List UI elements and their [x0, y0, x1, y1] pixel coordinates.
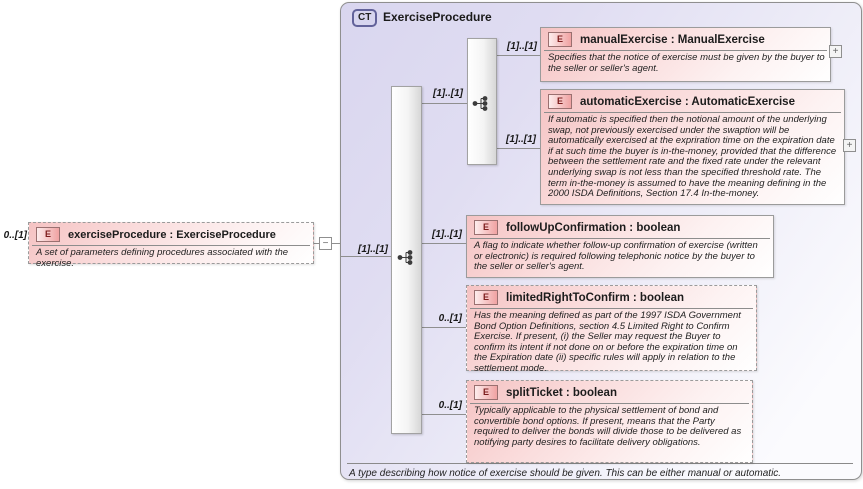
complex-type-title: ExerciseProcedure	[383, 10, 492, 24]
element-title: automaticExercise : AutomaticExercise	[580, 95, 795, 108]
element-title: splitTicket : boolean	[506, 386, 617, 399]
cardinality-automaticExercise: [1]..[1]	[506, 134, 536, 145]
element-card-exerciseProcedure[interactable]: E exerciseProcedure : ExerciseProcedure …	[28, 222, 314, 268]
element-title: limitedRightToConfirm : boolean	[506, 291, 685, 304]
footer-divider	[347, 463, 853, 464]
cardinality-splitTicket: 0..[1]	[438, 400, 462, 411]
card-divider	[470, 403, 749, 404]
choice-bar	[467, 38, 497, 165]
element-card-splitTicket[interactable]: E splitTicket : boolean Typically applic…	[466, 380, 753, 463]
element-description: Has the meaning defined as part of the 1…	[474, 310, 741, 374]
element-description: A flag to indicate whether follow-up con…	[474, 240, 758, 273]
element-badge: E	[548, 94, 572, 109]
choice-icon	[472, 96, 488, 111]
element-title: exerciseProcedure : ExerciseProcedure	[68, 228, 276, 241]
element-title: followUpConfirmation : boolean	[506, 221, 681, 234]
element-card-manualExercise[interactable]: E manualExercise : ManualExercise Specif…	[540, 27, 831, 82]
card-divider	[544, 50, 827, 51]
element-header: E manualExercise : ManualExercise	[541, 28, 830, 48]
element-description: If automatic is specified then the notio…	[548, 114, 837, 200]
card-divider	[470, 238, 770, 239]
element-badge: E	[474, 220, 498, 235]
element-header: E splitTicket : boolean	[467, 381, 752, 401]
cardinality-sequence: [1]..[1]	[358, 244, 388, 255]
complex-type-badge: CT	[352, 9, 378, 27]
element-card-automaticExercise[interactable]: E automaticExercise : AutomaticExercise …	[540, 89, 845, 205]
card-divider	[470, 308, 753, 309]
complex-type-annotation: A type describing how notice of exercise…	[349, 468, 782, 479]
element-description: A set of parameters defining procedures …	[36, 247, 289, 269]
element-header: E limitedRightToConfirm : boolean	[467, 286, 756, 306]
cardinality-manualExercise: [1]..[1]	[507, 41, 537, 52]
element-header: E followUpConfirmation : boolean	[467, 216, 773, 236]
cardinality-exerciseProcedure: 0..[1]	[3, 230, 27, 241]
element-description: Specifies that the notice of exercise mu…	[548, 52, 825, 74]
element-badge: E	[474, 290, 498, 305]
element-header: E exerciseProcedure : ExerciseProcedure	[29, 223, 313, 243]
element-badge: E	[36, 227, 60, 242]
element-description: Typically applicable to the physical set…	[474, 405, 742, 448]
cardinality-limitedRightToConfirm: 0..[1]	[438, 313, 462, 324]
element-card-limitedRightToConfirm[interactable]: E limitedRightToConfirm : boolean Has th…	[466, 285, 757, 374]
element-card-followUpConfirmation[interactable]: E followUpConfirmation : boolean A flag …	[466, 215, 774, 278]
expand-toggle-icon[interactable]: +	[843, 139, 856, 152]
cardinality-choice: [1]..[1]	[433, 88, 463, 99]
card-divider	[32, 245, 310, 246]
expand-toggle-icon[interactable]: +	[829, 45, 842, 58]
element-badge: E	[548, 32, 572, 47]
card-divider	[544, 112, 841, 113]
sequence-icon	[397, 250, 413, 265]
cardinality-followUpConfirmation: [1]..[1]	[432, 229, 462, 240]
collapse-toggle-icon[interactable]: −	[319, 237, 332, 250]
element-header: E automaticExercise : AutomaticExercise	[541, 90, 844, 110]
element-title: manualExercise : ManualExercise	[580, 33, 765, 46]
element-badge: E	[474, 385, 498, 400]
